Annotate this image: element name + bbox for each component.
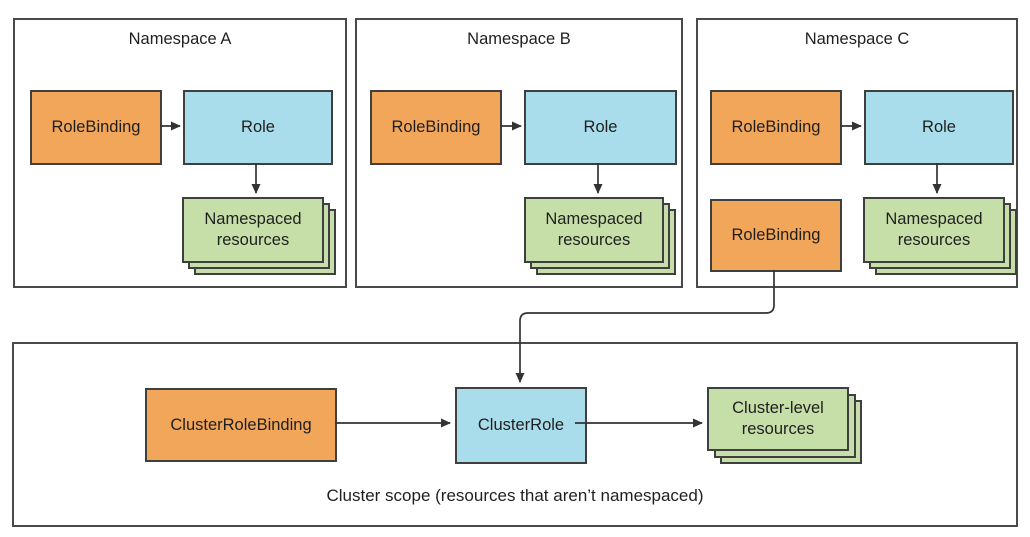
namespace-a-panel: Namespace A RoleBinding Role Namespaced … xyxy=(13,18,347,288)
namespaced-resources-stack-b: Namespaced resources xyxy=(524,197,676,275)
rolebinding-node-c2: RoleBinding xyxy=(710,199,842,272)
namespaced-resources-label-c: Namespaced resources xyxy=(863,197,1005,263)
namespace-b-title: Namespace B xyxy=(467,30,571,48)
namespace-c-title: Namespace C xyxy=(804,30,910,48)
clusterrole-node: ClusterRole xyxy=(455,387,587,464)
cluster-scope-caption: Cluster scope (resources that aren’t nam… xyxy=(326,486,704,505)
namespaced-resources-stack-a: Namespaced resources xyxy=(182,197,336,275)
clusterrolebinding-node: ClusterRoleBinding xyxy=(145,388,337,462)
namespace-b-panel: Namespace B RoleBinding Role Namespaced … xyxy=(355,18,683,288)
rolebinding-node-b: RoleBinding xyxy=(370,90,502,165)
namespaced-resources-stack-c: Namespaced resources xyxy=(863,197,1017,275)
rolebinding-node-a: RoleBinding xyxy=(30,90,162,165)
role-node-c: Role xyxy=(864,90,1014,165)
cluster-resources-label: Cluster-level resources xyxy=(707,387,849,451)
cluster-scope-panel: ClusterRoleBinding ClusterRole Cluster-l… xyxy=(12,342,1018,527)
role-node-a: Role xyxy=(183,90,333,165)
namespaced-resources-label-b: Namespaced resources xyxy=(524,197,664,263)
rolebinding-node-c1: RoleBinding xyxy=(710,90,842,165)
role-node-b: Role xyxy=(524,90,677,165)
cluster-resources-stack: Cluster-level resources xyxy=(707,387,862,464)
namespaced-resources-label-a: Namespaced resources xyxy=(182,197,324,263)
namespace-c-panel: Namespace C RoleBinding Role RoleBinding… xyxy=(696,18,1018,288)
namespace-a-title: Namespace A xyxy=(128,30,232,48)
